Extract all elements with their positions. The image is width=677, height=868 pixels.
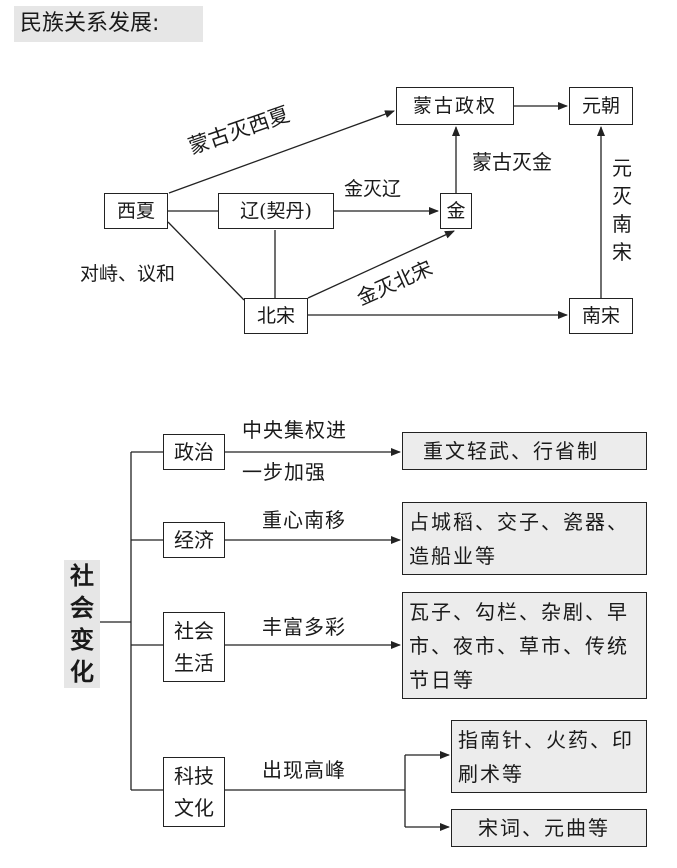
label-duizhi-yihe: 对峙、议和	[80, 263, 176, 285]
node-xixia: 西夏	[104, 193, 168, 229]
section-title: 民族关系发展:	[14, 6, 203, 42]
label-jingji: 重心南移	[262, 508, 346, 532]
label-menggu-mie-jin: 蒙古灭金	[472, 150, 552, 174]
branch-shehui-shenghuo-line2: 生活	[174, 651, 214, 675]
branch-jingji: 经济	[163, 522, 225, 558]
result-jingji: 占城稻、交子、瓷器、造船业等	[402, 502, 647, 575]
label-shehui-shenghuo: 丰富多彩	[262, 615, 346, 639]
node-nansong: 南宋	[569, 298, 633, 334]
branch-zhengzhi: 政治	[163, 434, 225, 470]
node-jin: 金	[440, 193, 472, 229]
arrow-xixia-menggu	[168, 110, 395, 194]
branch-keji-wenhua-line1: 科技	[174, 764, 214, 788]
branch-keji-wenhua: 科技 文化	[163, 757, 225, 827]
result-zhengzhi: 重文轻武、行省制	[402, 432, 647, 470]
node-menggu: 蒙古政权	[396, 87, 514, 125]
branch-shehui-shenghuo-line1: 社会	[174, 619, 214, 643]
root-shehui-bianhua: 社会变化	[64, 560, 100, 688]
arrow-beisong-jin	[307, 230, 455, 299]
result-shehui-shenghuo: 瓦子、勾栏、杂剧、早市、夜市、草市、传统节日等	[402, 592, 647, 699]
branch-shehui-shenghuo: 社会 生活	[163, 612, 225, 682]
label-zhengzhi-line2: 一步加强	[242, 460, 326, 484]
node-yuan: 元朝	[569, 87, 633, 125]
result-keji-1: 指南针、火药、印刷术等	[451, 720, 647, 793]
node-liao: 辽(契丹)	[218, 193, 334, 229]
label-yuan-mie-nansong: 元灭南宋	[612, 156, 632, 264]
node-beisong: 北宋	[244, 298, 308, 334]
label-keji-wenhua: 出现高峰	[262, 758, 346, 782]
label-zhengzhi-line1: 中央集权进	[242, 418, 347, 442]
branch-keji-wenhua-line2: 文化	[174, 796, 214, 820]
line-xixia-beisong	[167, 221, 245, 301]
label-jin-mie-liao: 金灭辽	[344, 178, 402, 200]
result-keji-2: 宋词、元曲等	[451, 809, 647, 847]
